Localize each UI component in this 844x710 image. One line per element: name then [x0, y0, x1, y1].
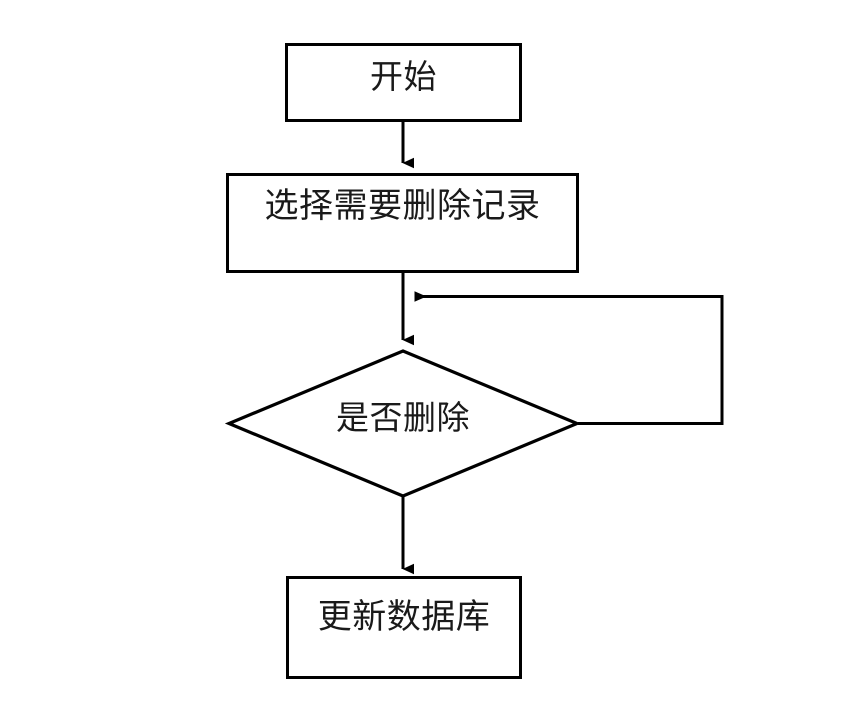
edge-decision-loopback	[414, 291, 724, 425]
node-update-label: 更新数据库	[317, 599, 491, 636]
node-select-shape	[226, 173, 579, 273]
node-update-shape	[286, 576, 522, 679]
node-select-label: 选择需要删除记录	[264, 188, 541, 225]
node-start-shape	[285, 43, 522, 122]
node-decision-shape	[224, 349, 582, 498]
node-start-label: 开始	[370, 60, 437, 96]
node-decision-label: 是否删除	[336, 401, 470, 437]
